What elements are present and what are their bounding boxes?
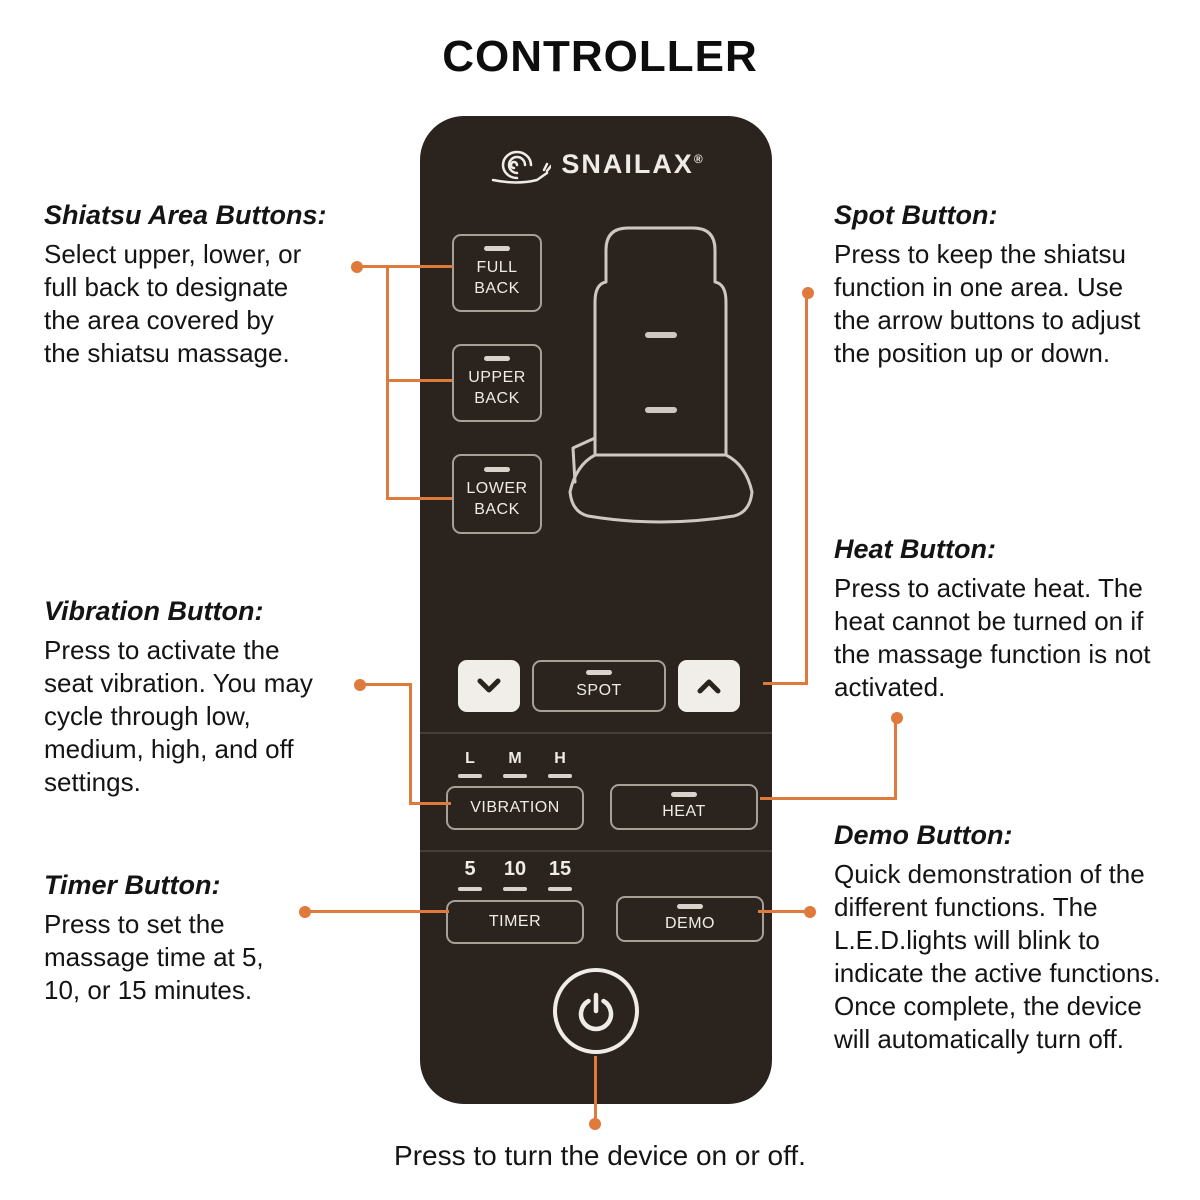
section-divider — [420, 850, 772, 852]
page-title: CONTROLLER — [442, 32, 758, 81]
vibration-label: VIBRATION — [470, 798, 560, 816]
connector-heat-line — [894, 718, 897, 800]
spot-button[interactable]: SPOT — [532, 660, 666, 712]
connector-shiatsu-line — [386, 497, 452, 500]
arrow-up-button[interactable] — [678, 660, 740, 712]
annotation-shiatsu-body: Select upper, lower, or full back to des… — [44, 239, 302, 368]
connector-vibration-line — [409, 683, 412, 805]
demo-button[interactable]: DEMO — [616, 896, 764, 942]
spot-label: SPOT — [576, 682, 622, 700]
full-back-label: FULL BACK — [474, 259, 520, 297]
connector-vibration-line — [409, 802, 451, 805]
connector-power-line — [594, 1056, 597, 1120]
connector-vibration-line — [360, 683, 412, 686]
connector-dot-spot — [802, 287, 814, 299]
full-back-button[interactable]: FULL BACK — [452, 234, 542, 312]
lower-back-button[interactable]: LOWER BACK — [452, 454, 542, 534]
heat-label: HEAT — [662, 802, 706, 820]
connector-spot-line — [763, 682, 808, 685]
brand-name: SNAILAX® — [561, 148, 705, 179]
vibration-level-high: H — [548, 750, 572, 778]
lower-back-label: LOWER BACK — [466, 480, 528, 518]
annotation-demo: Demo Button: Quick demonstration of the … — [834, 820, 1184, 1056]
vibration-button[interactable]: VIBRATION — [446, 786, 584, 830]
timer-5-min: 5 — [458, 858, 482, 891]
controller-panel: SNAILAX® FULL BACK UPPER BACK LOWER BACK… — [420, 116, 772, 1104]
connector-shiatsu-line — [386, 379, 452, 382]
heat-led-indicator — [671, 791, 697, 797]
timer-10-led-indicator — [503, 887, 527, 891]
connector-heat-line — [760, 797, 897, 800]
chevron-up-icon — [697, 679, 721, 694]
chevron-down-icon — [477, 678, 501, 693]
vibration-medium-led-indicator — [503, 774, 527, 778]
vibration-low-led-indicator — [458, 774, 482, 778]
connector-shiatsu-line — [357, 265, 453, 268]
demo-led-indicator — [677, 903, 703, 909]
timer-button[interactable]: TIMER — [446, 900, 584, 944]
annotation-shiatsu: Shiatsu Area Buttons: Select upper, lowe… — [44, 200, 344, 370]
upper-back-led-indicator — [484, 356, 510, 362]
registered-mark: ® — [693, 151, 705, 166]
annotation-heat-heading: Heat Button: — [834, 534, 996, 564]
arrow-down-button[interactable] — [458, 660, 520, 712]
annotation-timer-body: Press to set the massage time at 5, 10, … — [44, 909, 264, 1005]
timer-15-led-indicator — [548, 887, 572, 891]
spot-led-indicator — [586, 670, 612, 676]
heat-button[interactable]: HEAT — [610, 784, 758, 830]
power-button[interactable] — [553, 968, 639, 1054]
connector-dot-power — [589, 1118, 601, 1130]
demo-label: DEMO — [665, 914, 715, 932]
brand-logo: SNAILAX® — [420, 144, 772, 184]
connector-shiatsu-line — [386, 265, 389, 500]
timer-label: TIMER — [488, 912, 542, 930]
annotation-spot: Spot Button: Press to keep the shiatsu f… — [834, 200, 1169, 370]
full-back-led-indicator — [484, 246, 510, 252]
annotation-spot-heading: Spot Button: — [834, 200, 998, 230]
annotation-vibration: Vibration Button: Press to activate the … — [44, 596, 344, 799]
timer-10-min: 10 — [503, 858, 527, 891]
power-icon — [578, 992, 614, 1032]
timer-15-min: 15 — [548, 858, 572, 891]
timer-5-led-indicator — [458, 887, 482, 891]
annotation-demo-body: Quick demonstration of the different fun… — [834, 859, 1161, 1054]
section-divider — [420, 732, 772, 734]
upper-back-button[interactable]: UPPER BACK — [452, 344, 542, 422]
annotation-demo-heading: Demo Button: — [834, 820, 1013, 850]
snail-logo-icon — [492, 150, 552, 184]
upper-back-label: UPPER BACK — [468, 369, 526, 407]
power-note: Press to turn the device on or off. — [394, 1140, 806, 1171]
connector-demo-line — [758, 910, 810, 913]
connector-dot-demo — [804, 906, 816, 918]
annotation-spot-body: Press to keep the shiatsu function in on… — [834, 239, 1141, 368]
annotation-timer-heading: Timer Button: — [44, 870, 221, 900]
massage-seat-graphic — [568, 226, 754, 524]
annotation-vibration-heading: Vibration Button: — [44, 596, 264, 626]
vibration-level-low: L — [458, 750, 482, 778]
annotation-vibration-body: Press to activate the seat vibration. Yo… — [44, 635, 313, 797]
timer-minute-indicators: 5 10 15 — [446, 858, 584, 891]
vibration-level-medium: M — [503, 750, 527, 778]
annotation-heat: Heat Button: Press to activate heat. The… — [834, 534, 1179, 704]
vibration-level-indicators: L M H — [446, 750, 584, 778]
lower-back-led-indicator — [484, 467, 510, 473]
annotation-heat-body: Press to activate heat. The heat cannot … — [834, 573, 1151, 702]
connector-spot-line — [805, 293, 808, 685]
annotation-timer: Timer Button: Press to set the massage t… — [44, 870, 324, 1007]
vibration-high-led-indicator — [548, 774, 572, 778]
connector-dot-heat — [891, 712, 903, 724]
connector-timer-line — [305, 910, 449, 913]
annotation-shiatsu-heading: Shiatsu Area Buttons: — [44, 200, 327, 230]
